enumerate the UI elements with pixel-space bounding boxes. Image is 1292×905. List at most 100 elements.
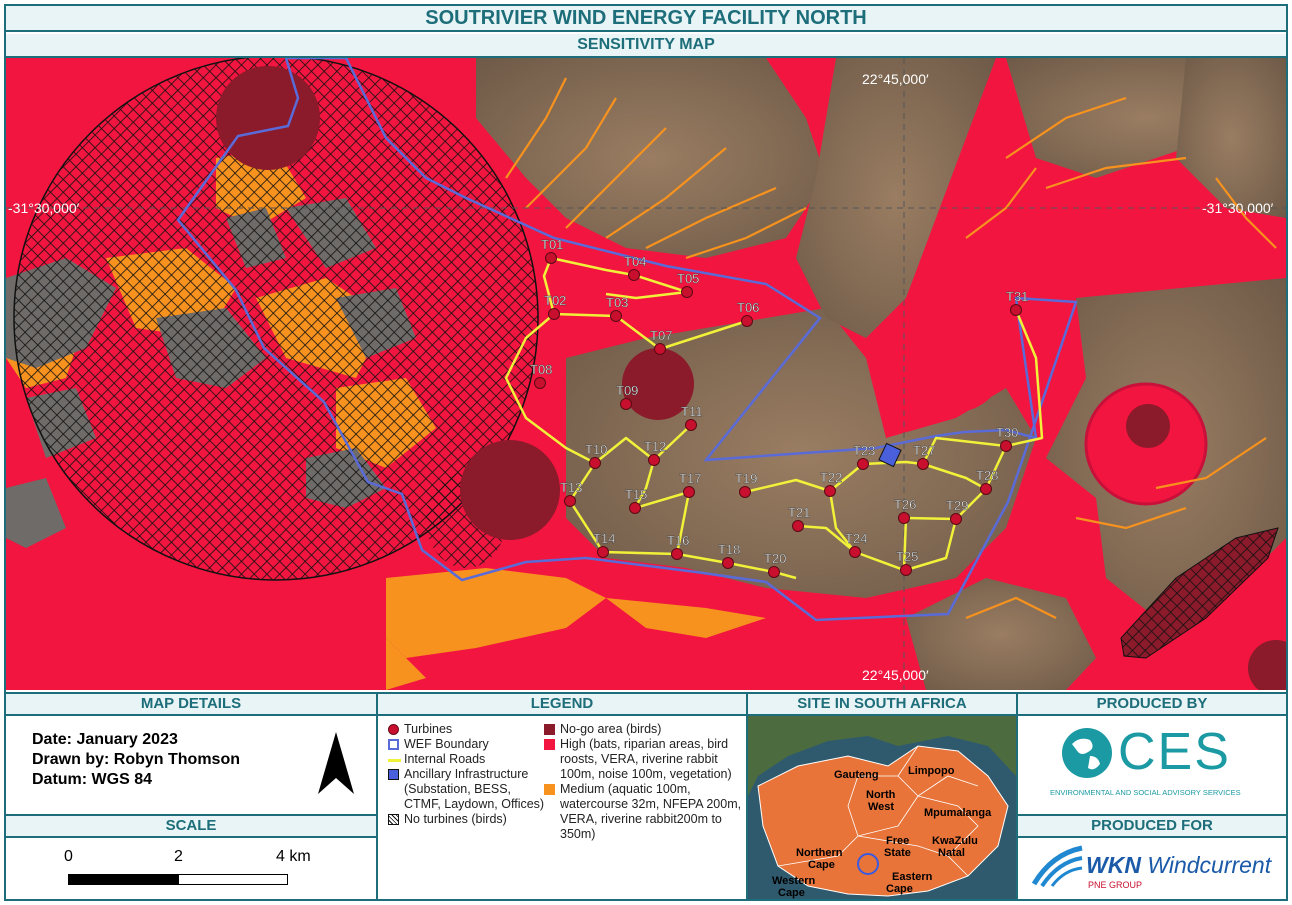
turbine-label: T01 — [541, 237, 563, 252]
turbine-t06[interactable]: T06 — [737, 300, 760, 327]
legend-no-turbines: No turbines (birds) — [386, 812, 546, 827]
turbine-label: T29 — [946, 498, 968, 513]
turbine-t10[interactable]: T10 — [585, 442, 608, 469]
turbine-t12[interactable]: T12 — [644, 439, 667, 466]
svg-text:Eastern: Eastern — [892, 871, 933, 883]
turbine-label: T31 — [1006, 289, 1028, 304]
turbine-label: T21 — [788, 505, 810, 520]
turbine-t18[interactable]: T18 — [718, 542, 741, 569]
turbine-t04[interactable]: T04 — [624, 254, 647, 281]
turbine-label: T13 — [560, 480, 582, 495]
turbine-t15[interactable]: T15 — [625, 487, 648, 514]
ces-logo-text: CES — [1118, 723, 1231, 781]
legend-no-go: No-go area (birds) — [542, 722, 742, 737]
turbine-label: T27 — [913, 443, 935, 458]
turbine-label: T12 — [644, 439, 666, 454]
turbine-label: T30 — [996, 425, 1018, 440]
turbine-label: T18 — [718, 542, 740, 557]
no-go-icon — [544, 724, 555, 735]
turbine-label: T05 — [677, 271, 699, 286]
scale-tick-0: 0 — [64, 848, 73, 865]
wef-boundary — [176, 58, 1078, 622]
high-icon — [544, 739, 555, 750]
turbine-t13[interactable]: T13 — [560, 480, 583, 507]
turbine-label: T03 — [606, 295, 628, 310]
turbine-label: T07 — [650, 328, 672, 343]
turbine-t20[interactable]: T20 — [764, 551, 787, 578]
map-drawn-by: Drawn by: Robyn Thomson — [32, 751, 240, 768]
turbine-label: T26 — [894, 497, 916, 512]
turbine-t21[interactable]: T21 — [788, 505, 811, 532]
svg-text:Mpumalanga: Mpumalanga — [924, 807, 992, 819]
svg-text:Natal: Natal — [938, 847, 965, 859]
turbine-t29[interactable]: T29 — [946, 498, 969, 525]
scale-heading: SCALE — [6, 814, 376, 838]
turbine-t28[interactable]: T28 — [976, 468, 999, 495]
svg-text:North: North — [866, 789, 896, 801]
wkn-wave-icon — [1032, 845, 1083, 888]
site-heading: SITE IN SOUTH AFRICA — [748, 692, 1016, 716]
map-date: Date: January 2023 — [32, 731, 178, 748]
legend-high: High (bats, riparian areas, bird roosts,… — [542, 737, 742, 782]
turbine-t01[interactable]: T01 — [541, 237, 564, 264]
map-frame — [4, 4, 1288, 901]
watercourses — [505, 77, 1277, 620]
svg-text:Northern: Northern — [796, 847, 843, 859]
scale-bar — [68, 874, 288, 885]
medium-icon — [544, 784, 555, 795]
svg-text:State: State — [884, 847, 911, 859]
scale-tick-4: 4 km — [276, 848, 311, 865]
produced-for-heading: PRODUCED FOR — [1018, 814, 1286, 838]
map-title: SOUTRIVIER WIND ENERGY FACILITY NORTH — [6, 6, 1286, 32]
turbine-t16[interactable]: T16 — [667, 533, 690, 560]
coord-right: -31°30,000′ — [1202, 200, 1274, 216]
turbine-label: T10 — [585, 442, 607, 457]
no-turbine-zone — [13, 58, 539, 581]
turbine-t25[interactable]: T25 — [896, 549, 919, 576]
legend-medium: Medium (aquatic 100m, watercourse 32m, N… — [542, 782, 742, 842]
legend-heading: LEGEND — [378, 692, 746, 716]
turbine-t31[interactable]: T31 — [1006, 289, 1029, 316]
svg-text:Gauteng: Gauteng — [834, 769, 879, 781]
svg-text:Cape: Cape — [886, 883, 913, 895]
turbine-t09[interactable]: T09 — [616, 383, 639, 410]
scale-tick-2: 2 — [174, 848, 183, 865]
turbine-t05[interactable]: T05 — [677, 271, 700, 298]
turbine-t07[interactable]: T07 — [650, 328, 673, 355]
turbine-t23[interactable]: T23 — [853, 443, 876, 470]
turbine-label: T16 — [667, 533, 689, 548]
site-location-marker — [857, 853, 879, 875]
turbine-t03[interactable]: T03 — [606, 295, 629, 322]
turbine-t22[interactable]: T22 — [820, 470, 843, 497]
turbine-t24[interactable]: T24 — [845, 531, 868, 558]
turbine-t14[interactable]: T14 — [593, 531, 616, 558]
turbine-t30[interactable]: T30 — [996, 425, 1019, 452]
turbine-label: T24 — [845, 531, 867, 546]
map-canvas[interactable]: T01T02T03T04T05T06T07T08T09T10T11T12T13T… — [6, 58, 1286, 690]
turbine-label: T23 — [853, 443, 875, 458]
produced-by-heading: PRODUCED BY — [1018, 692, 1286, 716]
turbine-t02[interactable]: T02 — [544, 293, 567, 320]
turbine-t19[interactable]: T19 — [735, 471, 758, 498]
turbine-t26[interactable]: T26 — [894, 497, 917, 524]
turbine-t27[interactable]: T27 — [913, 443, 936, 470]
svg-text:Western: Western — [772, 875, 815, 887]
turbine-t11[interactable]: T11 — [681, 404, 703, 431]
legend-panel: LEGEND Turbines WEF Boundary Internal Ro… — [378, 692, 748, 899]
credits-panel: PRODUCED BY CES ENVIRONMENTAL AND SOCIAL… — [1018, 692, 1286, 899]
turbine-label: T14 — [593, 531, 615, 546]
turbine-label: T02 — [544, 293, 566, 308]
ces-tagline: ENVIRONMENTAL AND SOCIAL ADVISORY SERVIC… — [1050, 788, 1241, 797]
turbine-label: T22 — [820, 470, 842, 485]
legend-wef-boundary: WEF Boundary — [386, 737, 546, 752]
turbine-t08[interactable]: T08 — [530, 362, 553, 389]
turbine-label: T28 — [976, 468, 998, 483]
ancillary-infrastructure — [878, 442, 902, 468]
globe-logo-icon — [1062, 728, 1112, 778]
turbine-label: T11 — [681, 404, 702, 419]
turbine-label: T08 — [530, 362, 552, 377]
turbine-t17[interactable]: T17 — [679, 471, 702, 498]
wkn-brand: WKN Windcurrent — [1086, 852, 1272, 878]
